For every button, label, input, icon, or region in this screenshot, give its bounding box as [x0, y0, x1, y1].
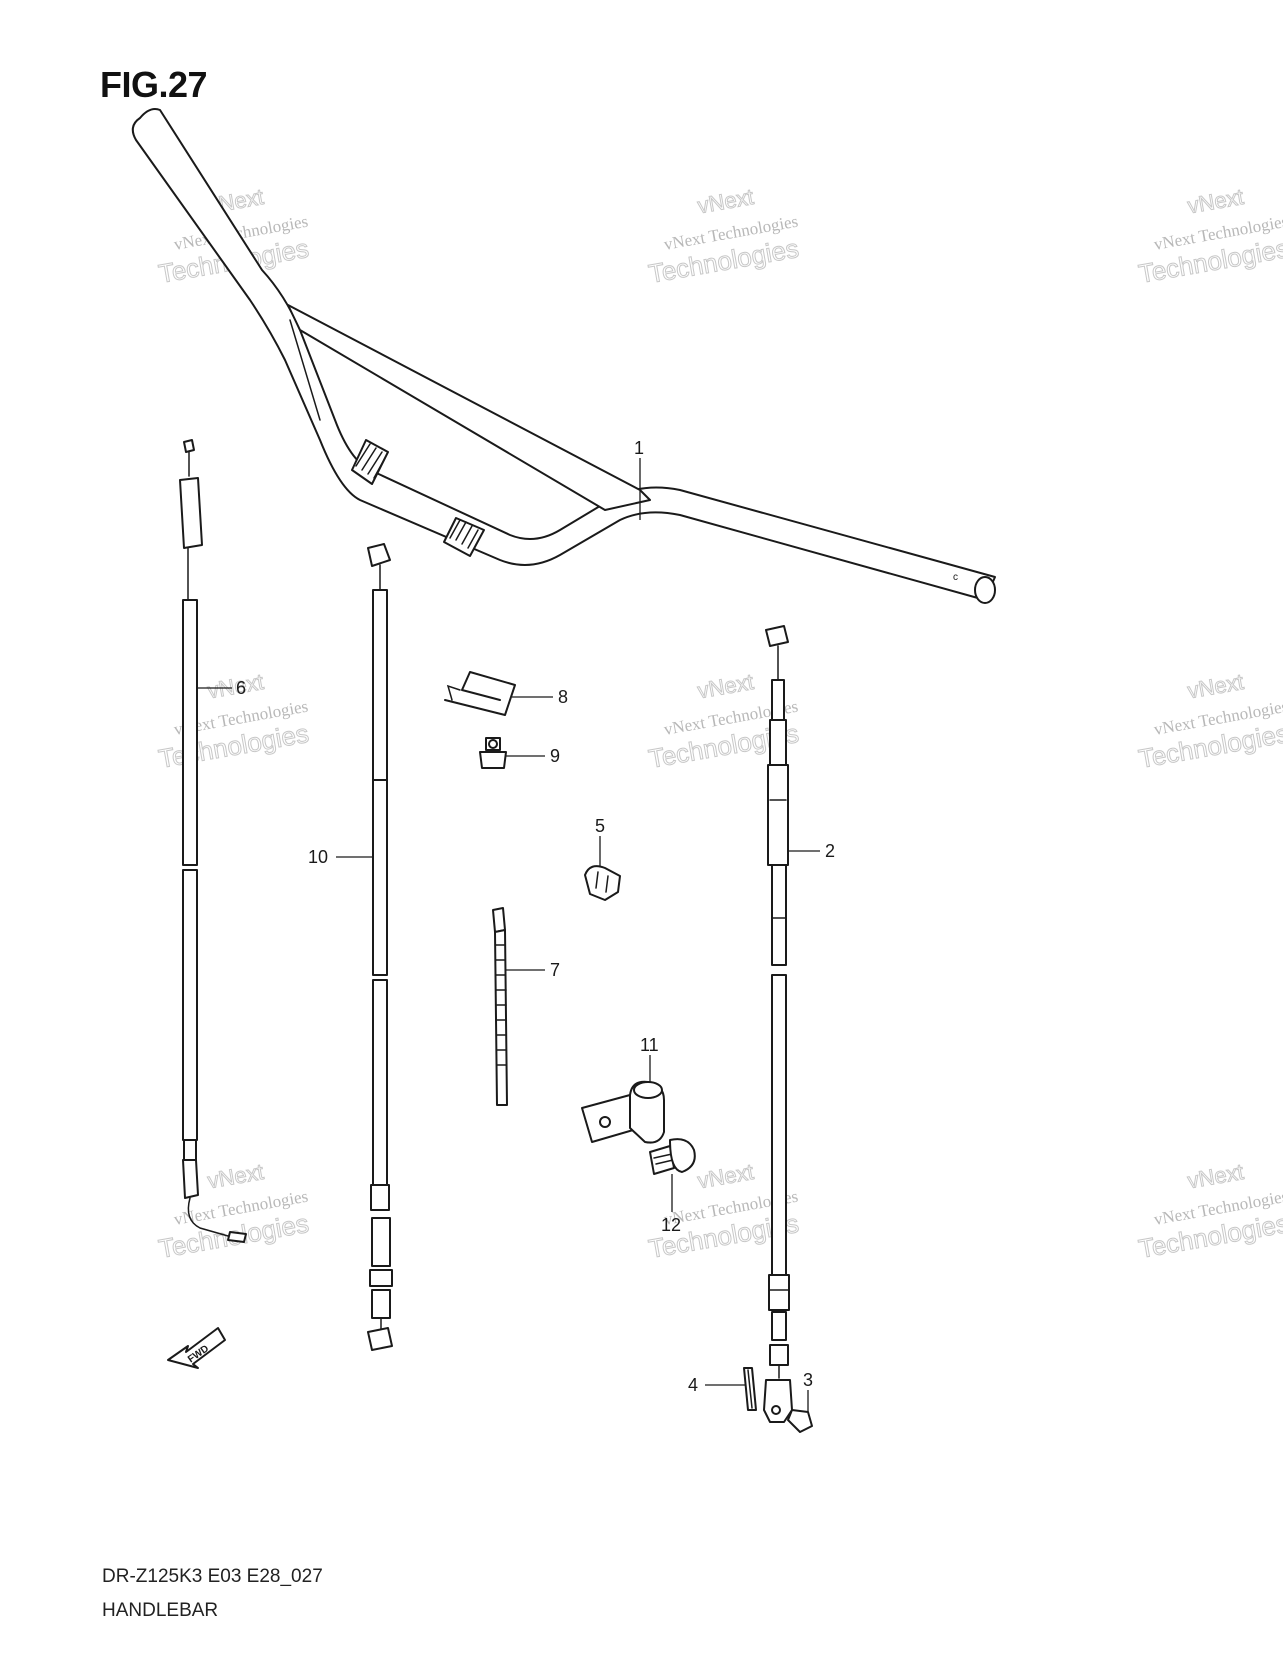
callout-8-label: 8 — [558, 687, 568, 707]
bar-end — [974, 576, 996, 604]
callout-12-label: 12 — [661, 1215, 681, 1235]
callout-2-label: 2 — [825, 841, 835, 861]
watermark-vnext: vNext — [206, 1159, 266, 1193]
clamp-8-part[interactable] — [444, 671, 516, 716]
watermark-vnext: vNext — [696, 669, 756, 703]
callout-3: 3 — [803, 1370, 813, 1412]
knurl-left — [351, 439, 389, 485]
cable-6-part[interactable] — [179, 439, 247, 1243]
callout-7: 7 — [506, 960, 560, 980]
svg-text:c: c — [953, 572, 958, 583]
callout-11-label: 11 — [640, 1035, 659, 1055]
callout-10: 10 — [308, 847, 373, 867]
screw-9-part[interactable] — [479, 737, 507, 769]
callout-6: 6 — [197, 678, 246, 698]
callout-12: 12 — [661, 1174, 681, 1235]
bolt-12-part[interactable] — [649, 1138, 696, 1175]
tie-7-part[interactable] — [492, 907, 508, 1106]
watermark-vnext: vNext — [1186, 1159, 1246, 1193]
cotter-pin-4-part[interactable] — [743, 1367, 757, 1411]
callout-2: 2 — [787, 841, 835, 861]
cable-10-part[interactable] — [367, 543, 393, 1351]
callout-6-label: 6 — [236, 678, 246, 698]
callout-11: 11 — [640, 1035, 659, 1082]
callout-1: 1 — [634, 438, 644, 520]
clip-5-part[interactable] — [584, 865, 621, 901]
watermark-vnext: vNext — [696, 1159, 756, 1193]
callout-9-label: 9 — [550, 746, 560, 766]
callout-4-label: 4 — [688, 1375, 698, 1395]
callout-8: 8 — [512, 687, 568, 707]
forward-arrow-icon: FWD — [167, 1327, 226, 1369]
callout-10-label: 10 — [308, 847, 328, 867]
cable-2-part[interactable] — [765, 625, 790, 1379]
figure-title: FIG.27 — [100, 64, 208, 105]
callout-1-label: 1 — [634, 438, 644, 458]
callout-9: 9 — [505, 746, 560, 766]
watermark-vnext: vNext — [1186, 184, 1246, 218]
callout-7-label: 7 — [550, 960, 560, 980]
pin-3-part[interactable] — [787, 1409, 813, 1433]
clevis-part[interactable] — [763, 1379, 793, 1423]
knurl-right — [443, 517, 485, 557]
watermark-vnext: vNext — [696, 184, 756, 218]
callout-4: 4 — [688, 1375, 746, 1395]
bracket-11-part[interactable] — [581, 1080, 665, 1144]
callout-5: 5 — [595, 816, 605, 866]
watermark-vnext: vNext — [1186, 669, 1246, 703]
callout-5-label: 5 — [595, 816, 605, 836]
handlebar-part[interactable]: c — [131, 108, 996, 604]
callout-3-label: 3 — [803, 1370, 813, 1390]
model-code: DR-Z125K3 E03 E28_027 — [102, 1566, 323, 1587]
section-name: HANDLEBAR — [102, 1600, 219, 1621]
